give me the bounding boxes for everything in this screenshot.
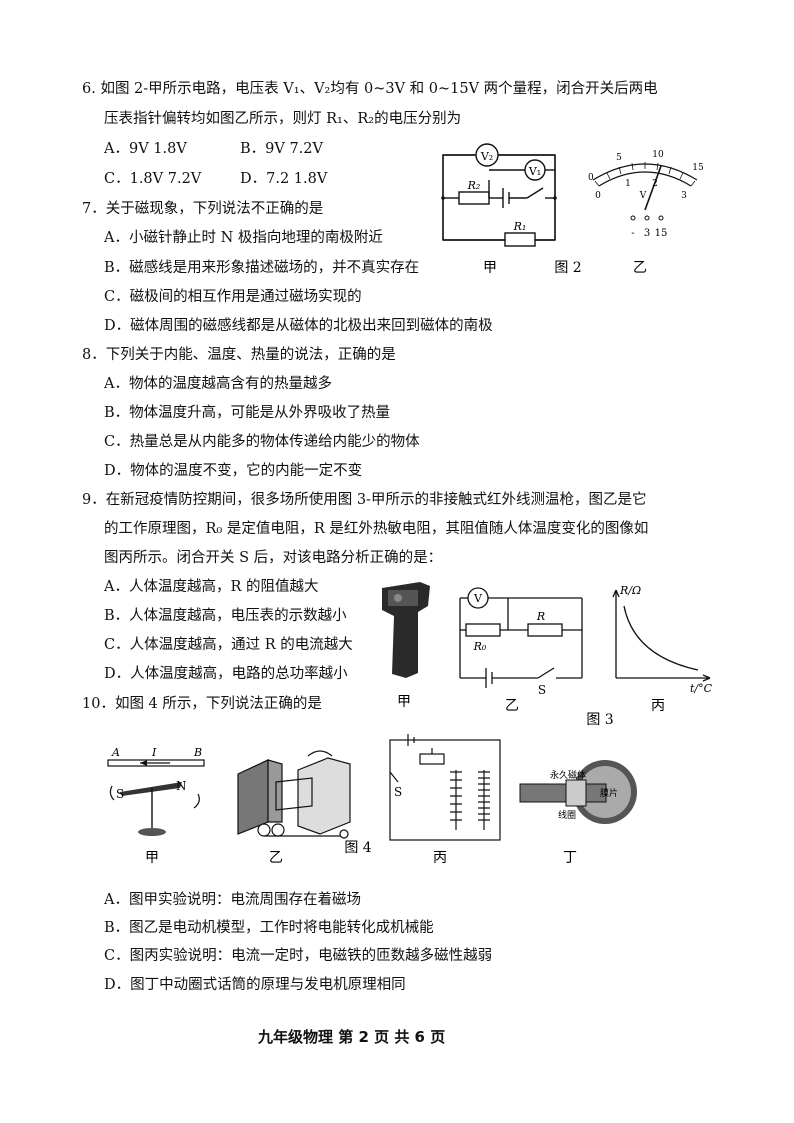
fig3-caption: 图 3 — [586, 712, 613, 728]
q8-stem: 8．下列关于内能、温度、热量的说法，正确的是 — [82, 347, 396, 363]
fig2-meter-zero: 0 — [588, 173, 594, 183]
fig3-label-yi: 乙 — [505, 698, 519, 714]
fig2-meter-b3: 3 — [681, 191, 687, 201]
q9-line3: 图丙所示。闭合开关 S 后，对该电路分析正确的是： — [104, 550, 443, 566]
q10-option-b: B．图乙是电动机模型，工作时将电能转化成机械能 — [104, 920, 434, 936]
q6-option-b: B．9V 7.2V — [240, 141, 323, 157]
fig3-r0-label: R₀ — [473, 640, 487, 653]
q8-option-c: C．热量总是从内能多的物体传递给内能少的物体 — [104, 434, 420, 450]
q6-line2: 压表指针偏转均如图乙所示，则灯 R₁、R₂的电压分别为 — [104, 111, 462, 127]
q6-option-c: C．1.8V 7.2V — [104, 171, 202, 187]
page-footer: 九年级物理 第 2 页 共 6 页 — [258, 1028, 446, 1046]
fig2-label-jia: 甲 — [483, 260, 497, 276]
q6-line1: 6. 如图 2-甲所示电路，电压表 V₁、V₂均有 0~3V 和 0~15V 两… — [82, 81, 658, 97]
fig3-label-jia: 甲 — [397, 694, 411, 710]
fig2-terminal-15: 15 — [655, 228, 668, 239]
fig2-meter-b2: 2 — [652, 179, 658, 189]
fig4-coil-label: 线圈 — [558, 809, 576, 821]
fig4-jia: A I B S N — [107, 746, 205, 836]
fig2-meter-10: 10 — [652, 150, 664, 160]
q7-stem: 7．关于磁现象，下列说法不正确的是 — [82, 201, 324, 217]
q10-option-c: C．图丙实验说明：电流一定时，电磁铁的匝数越多磁性越弱 — [104, 948, 493, 964]
fig2-label-yi: 乙 — [633, 260, 647, 276]
q9-option-b: B．人体温度越高，电压表的示数越小 — [104, 608, 347, 624]
fig4-s-label: S — [116, 787, 124, 801]
thermometer-gun-image — [382, 582, 430, 678]
fig3-v-label: V — [473, 592, 483, 605]
q10-option-d: D．图丁中动圈式话筒的原理与发电机原理相同 — [104, 977, 406, 993]
fig4-label-jia: 甲 — [145, 850, 159, 866]
q8-option-d: D．物体的温度不变，它的内能一定不变 — [104, 463, 363, 479]
fig4-yi — [237, 750, 351, 839]
q6-option-d: D．7.2 1.8V — [240, 171, 328, 187]
fig3-x-axis-label: t/°C — [690, 682, 713, 695]
fig3-y-axis-label: R/Ω — [619, 584, 641, 597]
q9-line1: 9．在新冠疫情防控期间，很多场所使用图 3-甲所示的非接触式红外线测温枪，图乙是… — [82, 492, 647, 508]
fig4-s3-label: S — [394, 785, 402, 799]
figure-3: V R₀ R S R/Ω t/°C 甲 乙 丙 图 3 — [382, 582, 713, 728]
fig2-terminal-3: 3 — [644, 228, 650, 239]
figure-2: V₂ V₁ R₂ R₁ 0 5 10 15 0 1 2 3 V - 3 15 甲… — [441, 143, 704, 276]
q7-option-b: B．磁感线是用来形象描述磁场的，并不真实存在 — [104, 260, 420, 276]
fig3-label-bing: 丙 — [651, 698, 665, 714]
q9-option-a: A．人体温度越高，R 的阻值越大 — [104, 579, 319, 595]
fig4-i-label: I — [151, 746, 157, 759]
fig4-label-bing: 丙 — [433, 850, 447, 866]
q10-option-a: A．图甲实验说明：电流周围存在着磁场 — [104, 892, 361, 908]
fig4-label-yi: 乙 — [269, 850, 283, 866]
q9-option-d: D．人体温度越高，电路的总功率越小 — [104, 666, 348, 682]
figure-4: A I B S N S 永久磁体 膜 — [107, 734, 637, 866]
fig4-ding — [519, 760, 637, 824]
fig4-bing — [389, 734, 501, 841]
fig2-meter-b1: 1 — [625, 179, 631, 189]
fig2-r2-label: R₂ — [467, 179, 481, 192]
q8-option-a: A．物体的温度越高含有的热量越多 — [104, 376, 332, 392]
fig3-r-label: R — [536, 610, 545, 623]
q7-option-d: D．磁体周围的磁感线都是从磁体的北极出来回到磁体的南极 — [104, 318, 493, 334]
fig3-s-label: S — [538, 683, 546, 697]
q9-line2: 的工作原理图，R₀ 是定值电阻，R 是红外热敏电阻，其阻值随人体温度变化的图像如 — [104, 521, 649, 537]
q6-option-a: A．9V 1.8V — [104, 141, 187, 157]
fig4-magnet-label: 永久磁体 — [550, 769, 586, 781]
fig2-terminal-minus: - — [631, 228, 634, 239]
q7-option-a: A．小磁针静止时 N 极指向地理的南极附近 — [104, 230, 383, 246]
fig4-caption: 图 4 — [344, 840, 371, 856]
fig2-r1-label: R₁ — [513, 220, 527, 233]
q9-option-c: C．人体温度越高，通过 R 的电流越大 — [104, 637, 353, 653]
fig4-label-ding: 丁 — [563, 850, 577, 866]
fig4-n-label: N — [176, 779, 187, 793]
fig2-meter-v: V — [639, 191, 647, 201]
q8-option-b: B．物体温度升高，可能是从外界吸收了热量 — [104, 405, 391, 421]
q10-stem: 10．如图 4 所示，下列说法正确的是 — [82, 696, 322, 712]
fig2-caption: 图 2 — [554, 260, 581, 276]
fig4-a-label: A — [111, 746, 120, 759]
fig4-diaphragm-label: 膜片 — [600, 787, 618, 799]
fig2-meter-5: 5 — [616, 153, 622, 163]
fig2-meter-15: 15 — [692, 163, 704, 173]
fig2-meter-b0: 0 — [595, 191, 601, 201]
fig4-b-label: B — [193, 746, 202, 759]
q7-option-c: C．磁极间的相互作用是通过磁场实现的 — [104, 289, 362, 305]
fig2-v1-label: V₁ — [528, 165, 541, 178]
fig2-v2-label: V₂ — [480, 150, 493, 163]
